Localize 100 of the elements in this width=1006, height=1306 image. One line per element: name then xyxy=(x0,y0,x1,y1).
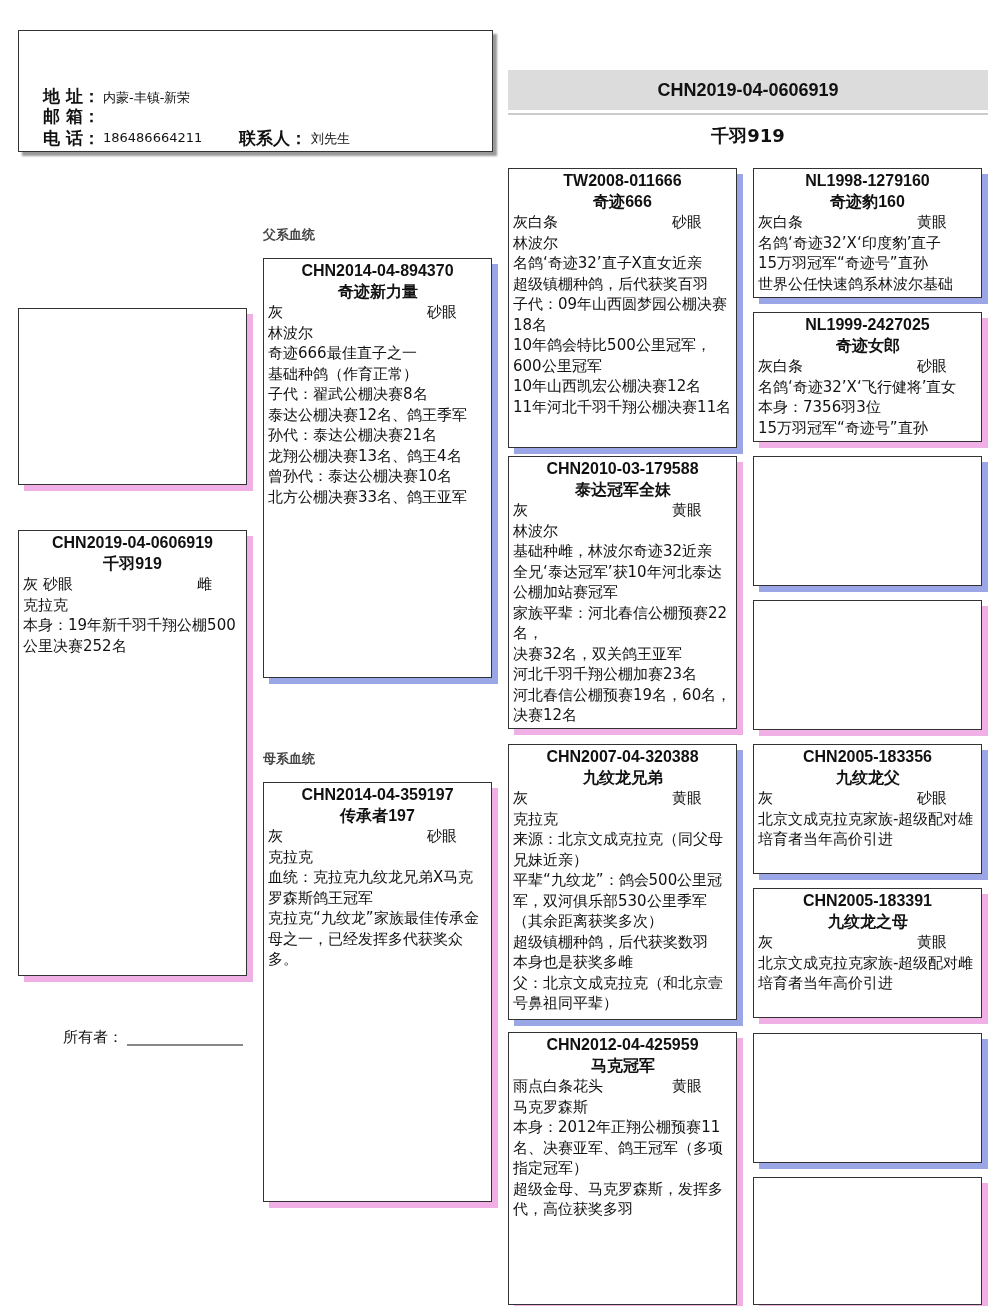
ring-number: CHN2012-04-425959 xyxy=(545,1035,700,1055)
note-line: 名鸽‘奇迹32’X‘飞行健将’直女 xyxy=(758,376,958,397)
section-heading: 父系血统 xyxy=(263,226,315,244)
owner-label: 所有者： xyxy=(63,1028,123,1047)
note-line: 龙翔公棚决赛13名、鸽王4名 xyxy=(268,445,463,466)
eye-type: 砂眼 xyxy=(427,826,457,847)
field-label: 电 话： xyxy=(43,127,100,150)
eye-type: 砂眼 xyxy=(427,302,457,323)
eye-type: 砂眼 xyxy=(672,212,702,233)
eye-type: 黄眼 xyxy=(672,1076,702,1097)
note-line: 血统：克拉克九纹龙兄弟X马克罗森斯鸽王冠军 xyxy=(268,867,475,908)
eye-type: 黄眼 xyxy=(917,212,947,233)
note-line: 全兄‘泰达冠军’获10年河北泰达公棚加站赛冠军 xyxy=(513,561,723,603)
note-line: 家族平辈：河北春信公棚预赛22名， xyxy=(513,602,729,644)
plumage-color: 灰白条 xyxy=(758,356,804,377)
note-line: 名鸽‘奇迹32’直子X直女近亲 xyxy=(513,253,703,274)
note-line: 本身：2012年正翔公棚预赛11名、决赛亚军、鸽王冠军（多项指定冠军） xyxy=(513,1117,724,1179)
note-line: 基础种雌，林波尔奇迹32近亲 xyxy=(513,541,714,562)
field-value: 内蒙-丰镇-新荣 xyxy=(103,89,191,107)
pigeon-name: 九纹龙父 xyxy=(834,767,901,788)
plumage-color: 灰白条 xyxy=(513,212,559,233)
field-value: 186486664211 xyxy=(103,130,203,145)
ring-number: CHN2019-04-0606919 xyxy=(51,533,214,553)
note-line: 林波尔 xyxy=(268,322,314,343)
pigeon-name: 九纹龙之母 xyxy=(826,911,909,932)
ring-number: TW2008-011666 xyxy=(562,171,683,191)
note-line: 决赛32名，双关鸽王亚军 xyxy=(513,643,684,664)
note-line: 林波尔 xyxy=(513,520,559,541)
note-line: 来源：北京文成克拉克（同父母兄妹近亲） xyxy=(513,829,724,870)
plumage-color: 灰 xyxy=(758,932,774,953)
note-line: 超级镇棚种鸽，后代获奖数羽 xyxy=(513,931,709,952)
note-line: 克拉克“九纹龙”家族最佳传承金母之一，已经发挥多代获奖众多。 xyxy=(268,908,480,970)
pigeon-name: 奇迹新力量 xyxy=(336,281,419,302)
note-line: 林波尔 xyxy=(513,232,559,253)
ring-number: CHN2005-183391 xyxy=(802,891,933,911)
note-line: 10年鸽会特比500公里冠军，600公里冠军 xyxy=(513,335,712,376)
ring-number: CHN2010-03-179588 xyxy=(545,459,700,479)
ring-number: CHN2014-04-359197 xyxy=(300,785,455,805)
plumage-color: 灰白条 xyxy=(758,212,804,233)
plumage-color: 灰 xyxy=(513,788,529,809)
note-line: 本身：7356羽3位 xyxy=(758,397,882,418)
field-label: 地 址： xyxy=(43,85,100,107)
note-line: 培育者当年高价引进 xyxy=(758,829,894,850)
note-line: 超级镇棚种鸽，后代获奖百羽 xyxy=(513,273,709,294)
ring-number: NL1999-2427025 xyxy=(804,315,931,335)
eye-type: 黄眼 xyxy=(672,788,702,809)
note-line: 克拉克 xyxy=(513,808,559,829)
plumage-color: 灰 xyxy=(758,788,774,809)
ring-number: CHN2019-04-0606919 xyxy=(657,79,839,101)
note-line: 子代：09年山西圆梦园公棚决赛18名 xyxy=(513,294,729,335)
note-line: 子代：翟武公棚决赛8名 xyxy=(268,384,429,405)
pigeon-name: 传承者197 xyxy=(338,805,416,826)
note-line: 北京文成克拉克家族-超级配对雄 xyxy=(758,808,975,829)
ring-number: CHN2007-04-320388 xyxy=(545,747,700,767)
note-line: 曾孙代：泰达公棚决赛10名 xyxy=(268,466,454,487)
plumage-color: 雨点白条花头 xyxy=(513,1076,604,1097)
note-line: 泰达公棚决赛12名、鸽王季军 xyxy=(268,404,469,425)
note-line: 名鸽‘奇迹32’X‘印度豹’直子 xyxy=(758,232,943,253)
note-line: 超级金母、马克罗森斯，发挥多代，高位获奖多羽 xyxy=(513,1178,724,1220)
note-line: 基础种鸽（作育正常） xyxy=(268,363,419,384)
note-line: 10年山西凯宏公棚决赛12名 xyxy=(513,376,703,397)
eye-type: 黄眼 xyxy=(672,500,702,521)
note-line: 克拉克 xyxy=(268,846,314,867)
field-value: 刘先生 xyxy=(311,130,350,148)
plumage-color: 灰 xyxy=(23,574,39,595)
note-line: 克拉克 xyxy=(23,594,69,615)
eye-type: 黄眼 xyxy=(917,932,947,953)
note-line: 父：北京文成克拉克（和北京壹号鼻祖同平辈） xyxy=(513,972,724,1014)
field-label: 联系人： xyxy=(239,127,307,150)
note-line: 本身也是获奖多雌 xyxy=(513,952,634,973)
contact-panel xyxy=(18,30,493,152)
plumage-color: 灰 xyxy=(268,302,284,323)
ring-number: CHN2014-04-894370 xyxy=(300,261,455,281)
note-line: 15万羽冠军“奇迹号”直孙 xyxy=(758,253,929,274)
plumage-color: 灰 xyxy=(268,826,284,847)
ring-number-band xyxy=(508,70,988,110)
eye-type: 砂眼 xyxy=(917,356,947,377)
pigeon-name: 千羽919 xyxy=(102,553,163,574)
pigeon-name: 奇迹豹160 xyxy=(829,191,906,212)
note-line: 北京文成克拉克家族-超级配对雌 xyxy=(758,952,975,973)
note-line: 孙代：泰达公棚决赛21名 xyxy=(268,425,439,446)
note-line: 本身：19年新千羽千翔公棚500公里决赛252名 xyxy=(23,615,237,656)
note-line: 11年河北千羽千翔公棚决赛11名 xyxy=(513,396,732,417)
pigeon-name: 马克冠军 xyxy=(589,1055,656,1076)
note-line: 马克罗森斯 xyxy=(513,1096,589,1117)
pigeon-name: 九纹龙兄弟 xyxy=(581,767,664,788)
eye-type: 砂眼 xyxy=(42,574,74,595)
note-line: 河北春信公棚预赛19名，60名，决赛12名 xyxy=(513,684,732,726)
note-line: 世界公任快速鸽系林波尔基础 xyxy=(758,273,954,294)
section-heading: 母系血统 xyxy=(263,750,315,768)
pigeon-name: 奇迹女郎 xyxy=(834,335,901,356)
note-line: 河北千羽千翔公棚加赛23名 xyxy=(513,664,699,685)
note-line: 奇迹666最佳直子之一 xyxy=(268,343,418,364)
note-line: 北方公棚决赛33名、鸽王亚军 xyxy=(268,486,469,507)
plumage-color: 灰 xyxy=(513,500,529,521)
sex-label: 雌 xyxy=(196,574,212,595)
note-line: 平辈“九纹龙”：鸽会500公里冠军，双河俱乐部530公里季军（其余距离获奖多次） xyxy=(513,870,724,932)
pigeon-name: 泰达冠军全妹 xyxy=(573,479,672,500)
ring-number: NL1998-1279160 xyxy=(804,171,931,191)
name-heading: 千羽919 xyxy=(710,124,786,148)
